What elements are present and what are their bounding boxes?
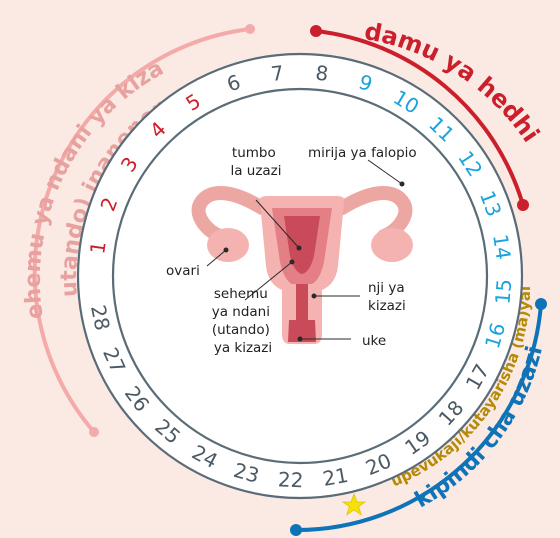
fertile-arc-start-dot (535, 298, 547, 310)
cervix-canal (296, 284, 308, 320)
left-ovary (207, 228, 249, 262)
day-15: 15 (490, 278, 516, 305)
lining-arc-end-dot (89, 427, 99, 437)
fallopian-label: mirija ya falopio (308, 145, 417, 161)
day-14: 14 (488, 233, 515, 262)
ovary-label: ovari (166, 263, 200, 279)
menstruation-arc-start-dot (310, 25, 322, 37)
day-28: 28 (86, 303, 115, 333)
day-7: 7 (270, 61, 285, 86)
lining-arc-start-dot (245, 24, 255, 34)
right-ovary (371, 228, 413, 262)
fertile-arc-end-dot (290, 524, 302, 536)
menstruation-arc-end-dot (517, 199, 529, 211)
day-21: 21 (321, 463, 350, 491)
vagina-label: uke (362, 333, 386, 349)
ovulation-star-icon (343, 494, 365, 515)
day-22: 22 (277, 467, 304, 492)
day-8: 8 (314, 61, 329, 86)
